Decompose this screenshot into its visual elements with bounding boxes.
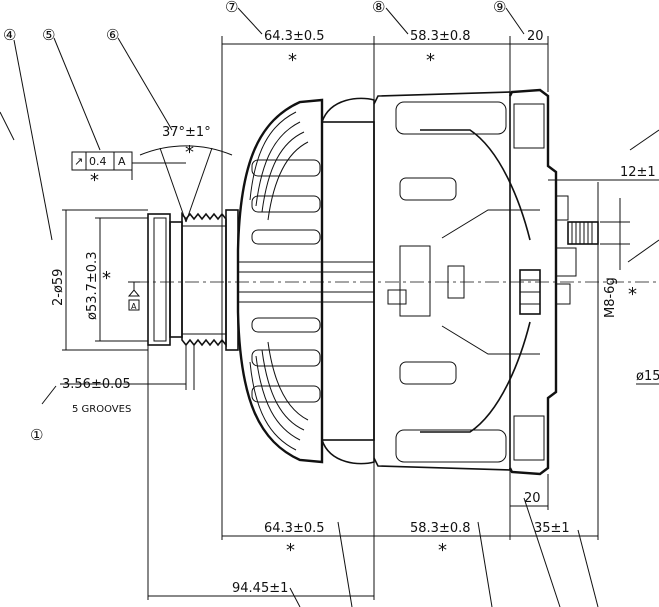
extension-lines [62, 36, 630, 600]
mark-star-angle: * [185, 142, 194, 163]
datum-symbol: A [127, 281, 141, 311]
dim-groove-width: 3.56±0.05 [62, 377, 131, 392]
dim-bottom-c: 20 [524, 491, 541, 506]
runout-datum: A [118, 155, 126, 168]
dim-right-partial: ø15 [636, 369, 659, 384]
mark-star-top-b: * [426, 50, 435, 71]
dim-dia-53: ø53.7±0.3 [85, 252, 100, 320]
balloon-6: ⑥ [106, 26, 119, 44]
mark-star-top-a: * [288, 50, 297, 71]
balloon-5: ⑤ [42, 26, 55, 44]
dim-top-b: 58.3±0.8 [410, 29, 471, 44]
mark-star-dia: * [102, 268, 111, 289]
dim-angle: 37°±1° [162, 125, 211, 140]
balloon-4: ④ [3, 26, 16, 44]
runout-symbol: ↗ [74, 155, 83, 168]
rear-cover [508, 88, 577, 476]
mark-star-bottom-b: * [438, 540, 447, 561]
dim-dia-59: 2-ø59 [51, 269, 66, 306]
rear-frame [373, 91, 540, 471]
datum-label: A [131, 302, 137, 311]
dim-top-a: 64.3±0.5 [264, 29, 325, 44]
dim-bottom-d: 35±1 [534, 521, 570, 536]
dim-grooves: 5 GROOVES [72, 404, 131, 415]
leader-lines [0, 7, 659, 607]
pulley [147, 209, 239, 351]
runout-value: 0.4 [89, 155, 107, 168]
dimension-lines [60, 43, 659, 597]
mark-star-thread: * [628, 284, 637, 305]
balloon-7: ⑦ [225, 0, 238, 16]
output-stud [567, 221, 599, 245]
front-housing [236, 97, 375, 465]
dim-bottom-a: 64.3±0.5 [264, 521, 325, 536]
dim-right-a: 12±1 [620, 165, 656, 180]
dim-top-c: 20 [527, 29, 544, 44]
dim-overall: 94.45±1 [232, 581, 288, 596]
dim-bottom-b: 58.3±0.8 [410, 521, 471, 536]
dim-thread: M8-6g [603, 277, 618, 318]
mark-star-runout: * [90, 170, 99, 191]
balloon-8: ⑧ [372, 0, 385, 16]
mark-star-bottom-a: * [286, 540, 295, 561]
balloon-9: ⑨ [493, 0, 506, 16]
runout-frame: ↗ 0.4 A [71, 151, 133, 171]
balloon-1: ① [30, 426, 43, 444]
